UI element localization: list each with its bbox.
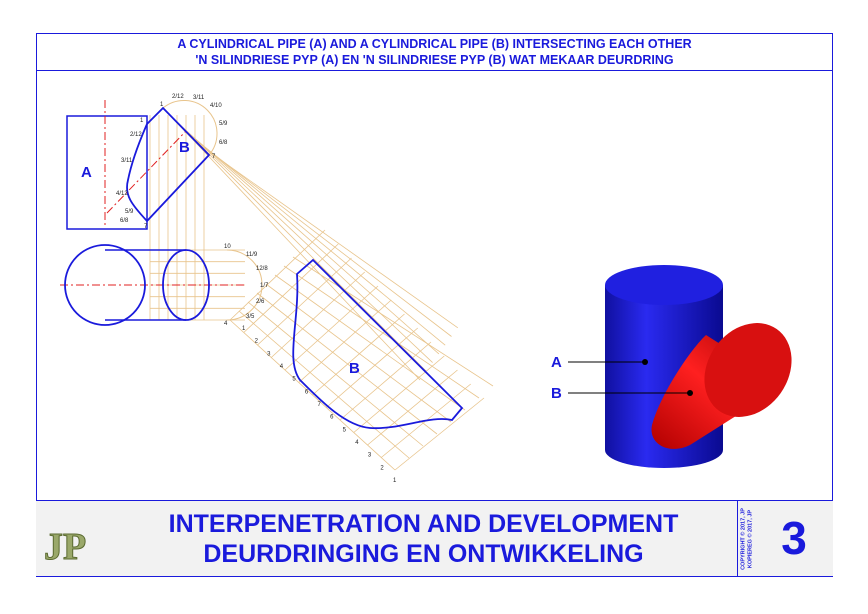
front-arc-label: 4 [224,321,228,327]
arc-label: 5/9 [219,121,228,127]
pictorial-label-b: B [551,385,562,402]
construction-line [298,299,392,383]
dev-label-b: B [349,360,360,377]
construction-line [200,145,459,329]
construction-line [312,313,405,396]
construction-line [162,107,421,381]
construction-line [187,132,446,346]
construction-line [238,310,410,459]
front-arc-label: 12/8 [256,266,268,272]
sheet-border [36,33,833,577]
development-label: 7 [318,402,322,408]
construction-line [367,369,458,446]
arc-label: 7 [212,154,216,160]
pipe-b-3d-end [704,323,792,417]
construction-line [243,243,339,333]
pipe-a-3d-top [605,265,723,305]
development-label: 2 [380,465,384,471]
footer-title-en: INTERPENETRATION AND DEVELOPMENT [168,510,679,538]
front-arc-label: 1/7 [260,283,269,289]
header-title: A CYLINDRICAL PIPE (A) AND A CYLINDRICAL… [36,33,833,71]
pipe-a-plan [64,244,146,326]
front-arc-label: 2/6 [256,299,265,305]
side-label: 3/11 [121,158,133,164]
arc-label: 2/12 [172,94,184,100]
auxiliary-semicircle-front [226,249,263,321]
svg-text:JP: JP [44,526,86,568]
footer-title-af: DEURDRINGING EN ONTWIKKELING [203,540,644,568]
sheet-number: 3 [755,501,833,576]
development-label: 3 [267,351,271,357]
label-b: B [179,139,190,156]
centerline-b [106,130,187,214]
pipe-a-elevation [66,115,148,230]
construction-line [256,292,438,435]
construction-line [181,126,440,355]
header-title-af: 'N SILINDRIESE PYP (A) EN 'N SILINDRIESE… [195,53,674,67]
pictorial-view: A B [551,265,792,468]
construction-line [175,120,433,363]
side-label: 4/12 [116,191,128,197]
development-label: 1 [242,326,246,332]
development-label: 4 [280,364,284,370]
title-block: JP INTERPENETRATION AND DEVELOPMENT DEUR… [36,500,833,577]
front-arc-label: 3/5 [246,314,255,320]
side-label: 2/12 [130,132,142,138]
development-label: 2 [255,339,259,345]
side-label: 6/8 [120,218,129,224]
development-label: 6 [305,389,309,395]
development-label: 5 [343,427,347,433]
header-title-en: A CYLINDRICAL PIPE (A) AND A CYLINDRICAL… [177,37,692,51]
arc-label: 4/10 [210,103,222,109]
construction-line [292,256,494,387]
development-label: 3 [368,453,372,459]
construction-line [169,114,427,372]
construction-line [394,397,485,471]
construction-line [325,327,419,408]
construction-line [194,139,452,337]
side-label: 5/9 [125,209,134,215]
pipe-b-elevation [126,106,211,223]
development-label: 4 [355,440,359,446]
pipe-b-plan [162,249,210,321]
development-outline [292,258,464,430]
construction-line [283,265,480,399]
label-a: A [81,164,92,181]
arc-label: 6/8 [219,140,228,146]
pictorial-label-a: A [551,354,562,371]
construction-line [270,271,366,358]
development-label: 5 [292,377,296,383]
auxiliary-semicircle-top [162,99,218,156]
construction-line [284,285,379,371]
front-arc-label: 11/9 [246,252,258,258]
arc-label: 3/11 [193,95,205,101]
development-label: 6 [330,415,334,421]
construction-line [257,257,352,346]
development-label: 1 [393,478,397,484]
construction-line [247,301,424,447]
front-arc-label: 10 [224,244,231,250]
arc-label: 1 [160,102,164,108]
jp-logo: JP [36,501,111,576]
construction-line [229,229,326,321]
side-label: 1 [140,118,144,124]
side-label: 7 [144,224,148,230]
construction-line [353,355,445,433]
construction-line [274,274,466,411]
footer-title: INTERPENETRATION AND DEVELOPMENT DEURDRI… [110,501,738,576]
